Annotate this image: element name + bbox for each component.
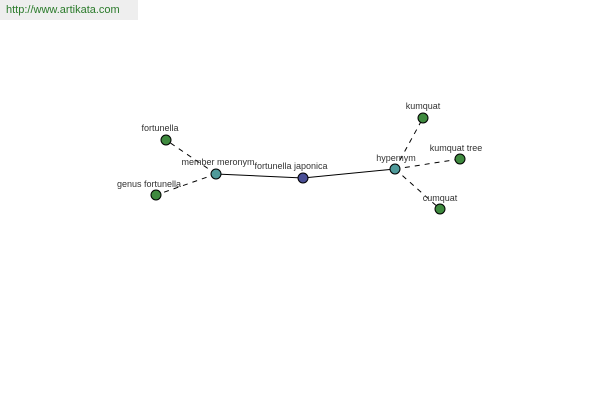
url-banner: http://www.artikata.com [0, 0, 138, 20]
node-fortunella-japonica[interactable] [297, 172, 309, 184]
node-genus-fortunella[interactable] [150, 189, 162, 201]
label-member-meronym: member meronym [181, 157, 254, 167]
edge-hypernym-kumquat-tree [394, 158, 461, 170]
graph-labels: fortunella japonica member meronym hyper… [117, 101, 482, 203]
node-fortunella[interactable] [160, 134, 172, 146]
edge-center-hypernym [302, 168, 396, 179]
edge-center-member-meronym [215, 173, 304, 179]
graph-edges [155, 117, 461, 210]
label-kumquat: kumquat [406, 101, 441, 111]
edge-member-meronym-fortunella [165, 139, 217, 175]
label-kumquat-tree: kumquat tree [430, 143, 483, 153]
label-fortunella: fortunella [141, 123, 178, 133]
edge-hypernym-cumquat [394, 168, 441, 210]
node-hypernym[interactable] [389, 163, 401, 175]
node-kumquat[interactable] [417, 112, 429, 124]
graph-nodes [150, 112, 466, 215]
site-url-link[interactable]: http://www.artikata.com [6, 4, 120, 16]
label-genus-fortunella: genus fortunella [117, 179, 181, 189]
edge-member-meronym-genus-fortunella [155, 173, 217, 196]
label-fortunella-japonica: fortunella japonica [254, 161, 327, 171]
label-hypernym: hypernym [376, 153, 416, 163]
label-cumquat: cumquat [423, 193, 458, 203]
node-kumquat-tree[interactable] [454, 153, 466, 165]
node-member-meronym[interactable] [210, 168, 222, 180]
node-cumquat[interactable] [434, 203, 446, 215]
